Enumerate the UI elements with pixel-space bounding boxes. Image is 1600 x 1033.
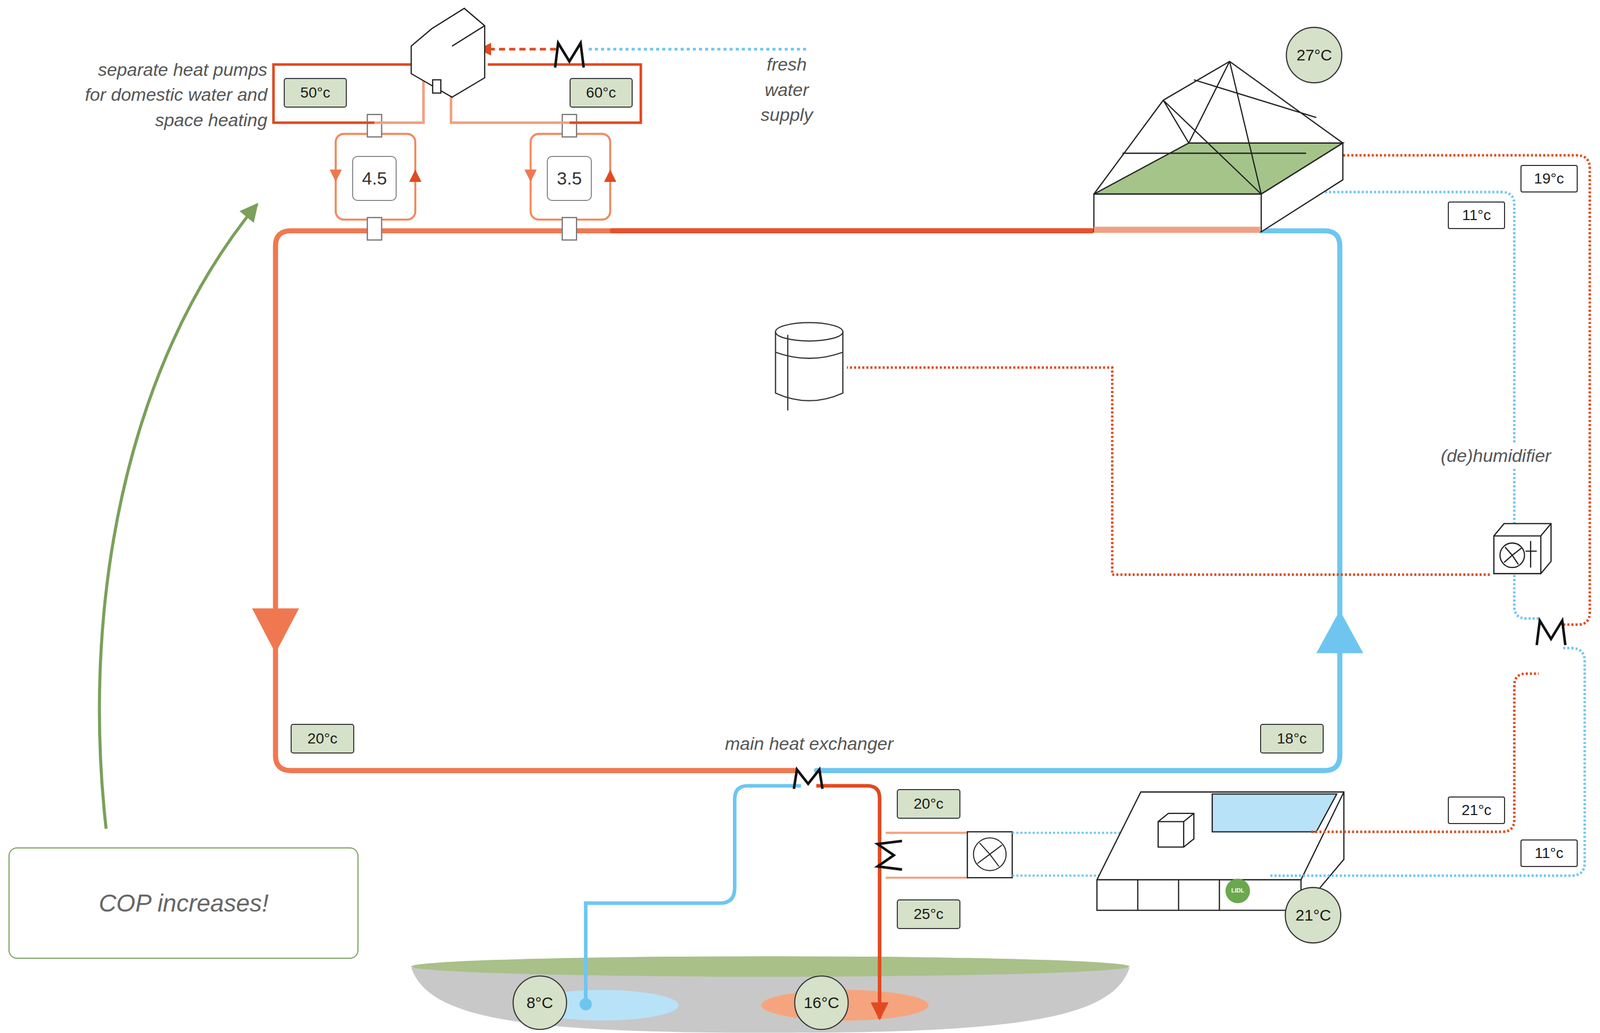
heat-exchanger-symbol: [793, 769, 823, 790]
greenhouse: [1094, 61, 1343, 233]
heat-pumps: [329, 114, 617, 241]
temperature-box: 18°c: [1260, 723, 1324, 754]
main-loop: [275, 230, 1341, 771]
node-text: 25°c: [913, 905, 944, 923]
house: [411, 8, 485, 98]
annotation: (de)humidifier: [1440, 443, 1552, 469]
node-text: 21°c: [1461, 801, 1492, 819]
dehumidifier-unit: [1493, 523, 1552, 574]
node-text: 19°c: [1534, 170, 1564, 188]
temperature-circle: 27°C: [1285, 26, 1343, 84]
temperature-box: 21°c: [1447, 796, 1506, 825]
node-text: 8°C: [526, 993, 554, 1012]
air-circuits: [846, 155, 1590, 876]
annotation: separate heat pumps for domestic water a…: [76, 57, 268, 134]
node-text: 20°c: [307, 730, 338, 748]
temperature-box: 25°c: [896, 899, 960, 930]
temperature-box: 19°c: [1520, 164, 1578, 193]
annotation: main heat exchanger: [724, 731, 894, 757]
temperature-circle: 21°C: [1284, 886, 1342, 944]
node-text: 11°c: [1462, 206, 1491, 224]
node-text: 60°c: [586, 84, 616, 102]
annotation: fresh water supply: [746, 51, 827, 128]
temperature-circle: 16°C: [793, 975, 850, 1031]
temperature-box: 20°c: [290, 723, 354, 754]
cop-value-box: 3.5: [546, 155, 592, 201]
storage-tank: [775, 322, 843, 410]
flow-arrow: [1316, 610, 1364, 654]
cop-arrow: [99, 204, 257, 829]
node-text: 18°c: [1277, 730, 1307, 748]
node-text: 11°c: [1534, 844, 1564, 862]
temperature-circle: 8°C: [512, 975, 568, 1031]
cop-value-box: 4.5: [352, 155, 398, 201]
temperature-box: 50°c: [283, 77, 347, 108]
node-text: 4.5: [362, 168, 388, 189]
node-text: 21°C: [1295, 906, 1332, 925]
temperature-box: 11°c: [1520, 839, 1578, 868]
node-text: 27°C: [1296, 46, 1333, 65]
heat-exchanger-symbol: [1536, 620, 1566, 645]
house-circuits: [273, 49, 807, 124]
node-text: COP increases!: [98, 888, 269, 918]
temperature-box: 11°c: [1447, 201, 1506, 230]
flow-arrow: [251, 608, 300, 654]
temperature-box: 20°c: [896, 789, 960, 819]
mixing-valve-symbol: [555, 42, 584, 68]
node-text: 3.5: [556, 168, 582, 189]
node-text: 20°c: [913, 795, 944, 813]
temperature-box: 60°c: [569, 77, 633, 108]
note-box: COP increases!: [8, 847, 359, 959]
node-text: 50°c: [300, 84, 330, 102]
logo-text: LIDL: [1231, 887, 1245, 894]
node-text: 16°C: [803, 993, 839, 1012]
aquifer: [411, 956, 1130, 1033]
